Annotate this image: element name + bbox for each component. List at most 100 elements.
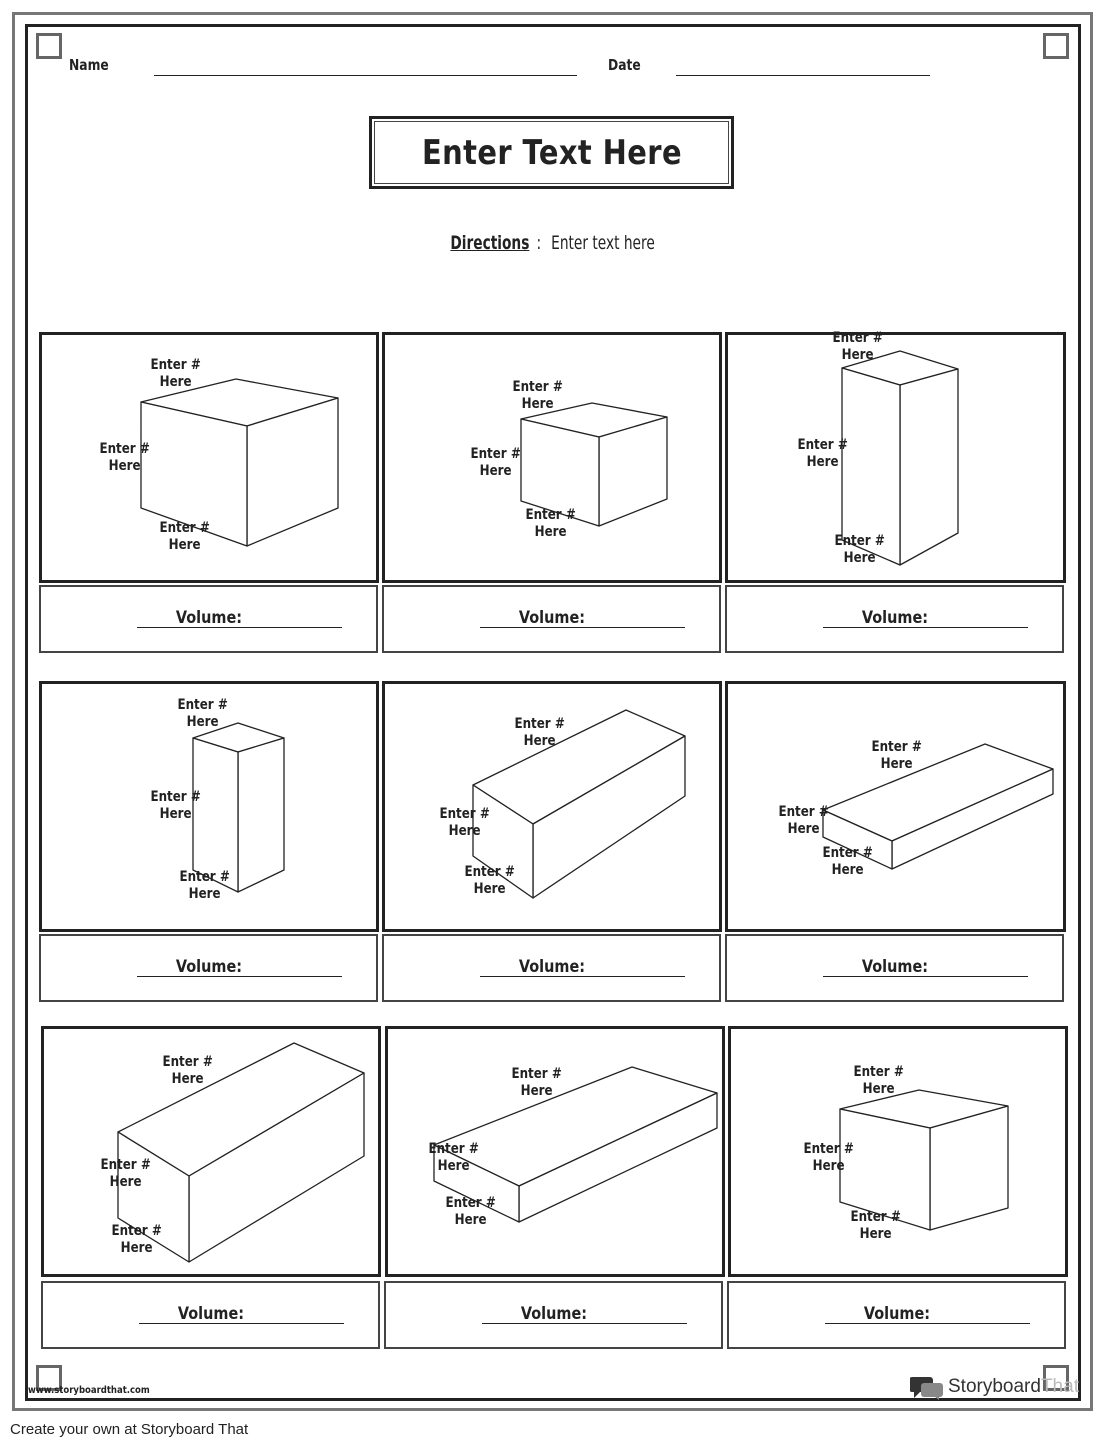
volume-label-text: Volume: [861, 957, 928, 977]
volume-answer-line[interactable] [823, 976, 1028, 977]
volume-box[interactable]: Volume: [727, 1281, 1066, 1349]
dimension-label-2[interactable]: Enter #Here [778, 804, 829, 837]
storyboardthat-logo: StoryboardThat [910, 1374, 1079, 1400]
dimension-label-3[interactable]: Enter #Here [159, 520, 210, 553]
date-line[interactable] [676, 75, 930, 76]
brand-light: That [1040, 1376, 1079, 1397]
dimension-label-3[interactable]: Enter #Here [822, 845, 873, 878]
volume-box[interactable]: Volume: [725, 934, 1064, 1002]
dimension-label-2[interactable]: Enter #Here [428, 1141, 479, 1174]
rectangular-prism-drawing [472, 709, 686, 899]
name-line[interactable] [154, 75, 577, 76]
volume-answer-line[interactable] [480, 976, 685, 977]
dimension-label-1[interactable]: Enter #Here [162, 1054, 213, 1087]
dimension-label-3[interactable]: Enter #Here [525, 507, 576, 540]
volume-label-text: Volume: [175, 957, 242, 977]
volume-label-text: Volume: [518, 957, 585, 977]
dimension-label-3[interactable]: Enter #Here [850, 1209, 901, 1242]
footer-url: www.storyboardthat.com [28, 1385, 150, 1396]
prism-front-face [841, 367, 901, 566]
page-title: Enter Text Here [421, 132, 682, 173]
volume-answer-line[interactable] [825, 1323, 1030, 1324]
rectangular-prism-drawing [839, 1089, 1009, 1231]
page-outer-border [12, 12, 1093, 1411]
rectangular-prism-drawing [192, 722, 285, 893]
rectangular-prism-drawing [822, 743, 1054, 870]
volume-answer-line[interactable] [139, 1323, 344, 1324]
rectangular-prism-drawing [140, 378, 339, 547]
volume-box[interactable]: Volume: [39, 585, 378, 653]
volume-box[interactable]: Volume: [41, 1281, 380, 1349]
date-label: Date [608, 56, 641, 74]
dimension-label-3[interactable]: Enter #Here [111, 1223, 162, 1256]
prism-front-face [192, 737, 239, 893]
volume-box[interactable]: Volume: [382, 585, 721, 653]
directions-text: Enter text here [550, 232, 655, 254]
dimension-label-1[interactable]: Enter #Here [150, 357, 201, 390]
dimension-label-3[interactable]: Enter #Here [834, 533, 885, 566]
volume-label: Volume: [386, 1304, 721, 1324]
credit-text: Create your own at Storyboard That [10, 1421, 249, 1438]
volume-answer-line[interactable] [480, 627, 685, 628]
dimension-label-1[interactable]: Enter #Here [177, 697, 228, 730]
brand-main: Storyboard [948, 1376, 1041, 1397]
dimension-label-1[interactable]: Enter #Here [832, 330, 883, 363]
volume-label-text: Volume: [175, 608, 242, 628]
prism-side-face [237, 737, 285, 893]
dimension-label-2[interactable]: Enter #Here [470, 446, 521, 479]
prism-front-face [822, 809, 893, 870]
dimension-label-2[interactable]: Enter #Here [797, 437, 848, 470]
dimension-label-1[interactable]: Enter #Here [853, 1064, 904, 1097]
dimension-label-2[interactable]: Enter #Here [803, 1141, 854, 1174]
dimension-label-1[interactable]: Enter #Here [514, 716, 565, 749]
dimension-label-3[interactable]: Enter #Here [445, 1195, 496, 1228]
volume-answer-line[interactable] [137, 976, 342, 977]
volume-box[interactable]: Volume: [725, 585, 1064, 653]
volume-box[interactable]: Volume: [382, 934, 721, 1002]
directions: Directions: Enter text here [0, 232, 1107, 254]
dimension-label-2[interactable]: Enter #Here [100, 1157, 151, 1190]
corner-mark-top-left [36, 33, 62, 59]
prism-side-face [899, 368, 959, 566]
rectangular-prism-drawing [433, 1066, 718, 1223]
volume-label: Volume: [727, 608, 1062, 628]
dimension-label-2[interactable]: Enter #Here [439, 806, 490, 839]
prism-front-face [117, 1131, 190, 1263]
volume-label: Volume: [384, 608, 719, 628]
volume-label-text: Volume: [518, 608, 585, 628]
title-box[interactable]: Enter Text Here [369, 116, 734, 189]
directions-label: Directions [450, 232, 530, 254]
dimension-label-1[interactable]: Enter #Here [511, 1066, 562, 1099]
page-inner-border [25, 24, 1081, 1401]
volume-answer-line[interactable] [137, 627, 342, 628]
name-label: Name [69, 56, 109, 74]
dimension-label-3[interactable]: Enter #Here [179, 869, 230, 902]
volume-label-text: Volume: [177, 1304, 244, 1324]
dimension-label-2[interactable]: Enter #Here [99, 441, 150, 474]
dimension-label-1[interactable]: Enter #Here [871, 739, 922, 772]
volume-label: Volume: [41, 608, 376, 628]
rectangular-prism-drawing [520, 402, 668, 527]
volume-answer-line[interactable] [823, 627, 1028, 628]
prism-side-face [929, 1105, 1009, 1231]
speech-bubble-icon [910, 1377, 943, 1400]
dimension-label-3[interactable]: Enter #Here [464, 864, 515, 897]
directions-colon: : [536, 232, 542, 254]
dimension-label-2[interactable]: Enter #Here [150, 789, 201, 822]
volume-label: Volume: [43, 1304, 378, 1324]
prism-front-face [839, 1108, 931, 1231]
prism-side-face [598, 416, 668, 527]
prism-front-face [472, 784, 534, 899]
volume-answer-line[interactable] [482, 1323, 687, 1324]
rectangular-prism-drawing [841, 350, 959, 566]
volume-box[interactable]: Volume: [384, 1281, 723, 1349]
dimension-label-1[interactable]: Enter #Here [512, 379, 563, 412]
volume-box[interactable]: Volume: [39, 934, 378, 1002]
prism-front-face [433, 1144, 520, 1223]
